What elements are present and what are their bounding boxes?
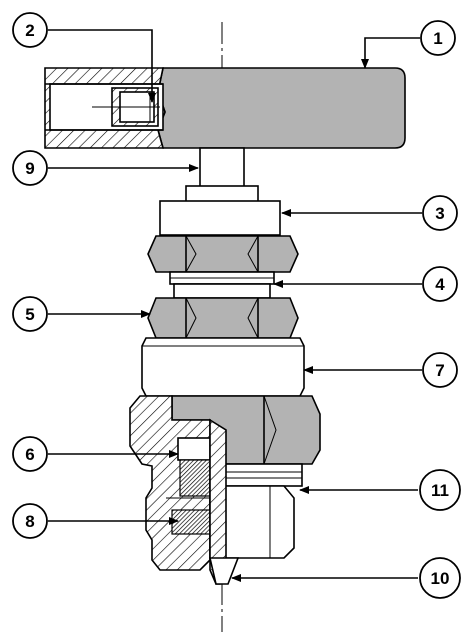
- washer-part: [169, 271, 275, 299]
- callout-5-label: 5: [25, 305, 34, 324]
- leader-lines: [48, 29, 422, 582]
- callout-9: 9: [12, 150, 48, 186]
- upper-hex-nut-part: [147, 235, 299, 273]
- callout-11-label: 11: [431, 481, 449, 500]
- lock-nut-part: [147, 297, 299, 339]
- callout-3: 3: [422, 195, 458, 231]
- handle-part: [44, 67, 406, 149]
- callout-3-label: 3: [435, 204, 444, 223]
- valve-body-section: [129, 395, 211, 571]
- callout-1-label: 1: [433, 29, 442, 48]
- callout-6: 6: [12, 436, 48, 472]
- callout-4: 4: [422, 266, 458, 302]
- bonnet-part: [141, 337, 305, 397]
- callout-2-label: 2: [25, 21, 34, 40]
- outlet-connection-part: [209, 463, 303, 559]
- callout-11: 11: [419, 469, 461, 511]
- callout-8-label: 8: [25, 512, 34, 531]
- callout-7: 7: [422, 352, 458, 388]
- callout-9-label: 9: [25, 159, 34, 178]
- stem-part: [185, 147, 259, 203]
- callout-7-label: 7: [435, 361, 444, 380]
- callout-4-label: 4: [435, 275, 445, 294]
- callout-5: 5: [12, 296, 48, 332]
- needle-tip-part: [208, 418, 240, 585]
- callout-10-label: 10: [431, 569, 450, 588]
- callout-2: 2: [12, 12, 48, 48]
- callout-10: 10: [419, 557, 461, 599]
- callout-6-label: 6: [25, 445, 34, 464]
- callout-8: 8: [12, 503, 48, 539]
- callout-1: 1: [420, 20, 456, 56]
- packing-gland-part: [159, 200, 281, 236]
